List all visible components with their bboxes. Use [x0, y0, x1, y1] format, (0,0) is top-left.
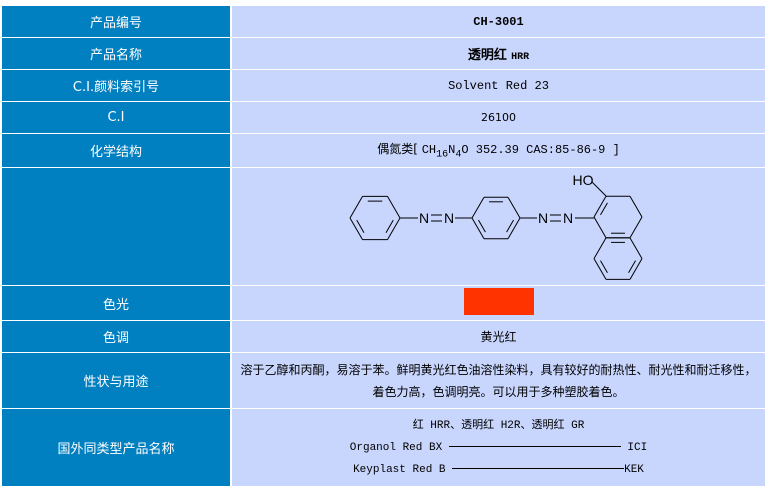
ring-bond [471, 196, 485, 219]
formula-sub: 4 [455, 149, 462, 161]
ring-bond [593, 258, 607, 280]
nitrogen-atom: N [444, 210, 454, 226]
value-equivalents: 红 HRR、透明红 H2R、透明红 GR Organol Red BX ICI … [232, 409, 765, 486]
value-name: 透明红 HRR [232, 38, 765, 69]
nitrogen-atom: N [563, 210, 573, 226]
product-spec-table: 产品编号 CH-3001 产品名称 透明红 HRR C.I.颜料索引号 Solv… [2, 5, 765, 487]
properties-line: 溶于乙醇和丙酮，易溶于苯。鲜明黄光红色油溶性染料，具有较好的耐热性、耐光性和耐迁… [240, 362, 757, 377]
equivalent-item: Organol Red BX ICI [232, 437, 765, 459]
label-code: 产品编号 [2, 6, 232, 37]
row-shade: 色光 [2, 286, 765, 320]
ring-bond [349, 196, 363, 219]
value-structure-text: 偶氮类[ CH16N4O 352.39 CAS:85-86-9 ] [232, 134, 765, 167]
ring-double-bond [506, 219, 514, 233]
formula: CH16N4O 352.39 CAS:85-86-9 ] [421, 143, 620, 160]
equivalent-maker: KEK [624, 463, 644, 476]
row-properties: 性状与用途 溶于乙醇和丙酮，易溶于苯。鲜明黄光红色油溶性染料，具有较好的耐热性、… [2, 353, 765, 408]
ring-bond [629, 195, 643, 218]
value-ci: 26100 [232, 102, 765, 133]
label-ci-name: C.I.颜料索引号 [2, 70, 232, 101]
ring-bond [349, 217, 363, 240]
ring-bond [593, 195, 607, 218]
equivalent-name: Organol Red BX [349, 441, 443, 454]
label-shade: 色光 [2, 286, 232, 320]
value-shade [232, 286, 765, 320]
properties-line: 着色力高，色调明亮。可以用于多种塑胶着色。 [372, 384, 625, 399]
ring-bond [629, 237, 643, 259]
equivalent-item: Keyplast Red B KEK [232, 459, 765, 481]
formula-part: N [448, 143, 456, 158]
nitrogen-atom: N [419, 210, 429, 226]
value-code: CH-3001 [232, 6, 765, 37]
row-structure-text: 化学结构 偶氮类[ CH16N4O 352.39 CAS:85-86-9 ] [2, 134, 765, 167]
ring-double-bond [628, 260, 636, 273]
label-name: 产品名称 [2, 38, 232, 69]
hydroxyl-group: HO [573, 172, 594, 188]
name-en: HRR [511, 52, 530, 63]
bond [591, 181, 607, 197]
nitrogen-atom: N [538, 210, 548, 226]
ring-double-bond [356, 219, 365, 233]
label-ci: C.I [2, 102, 232, 133]
row-name: 产品名称 透明红 HRR [2, 38, 765, 69]
label-structure: 化学结构 [2, 134, 232, 167]
equivalents-line: 红 HRR、透明红 H2R、透明红 GR [412, 419, 585, 432]
row-hue: 色调 黄光红 [2, 321, 765, 352]
ring-bond [387, 196, 401, 219]
ring-double-bond [385, 219, 394, 233]
name-cn: 透明红 [467, 48, 507, 63]
value-ci-name: Solvent Red 23 [232, 70, 765, 101]
ring-bond [507, 196, 521, 219]
equivalent-maker: ICI [627, 441, 648, 454]
value-hue: 黄光红 [232, 321, 765, 352]
label-equivalents: 国外同类型产品名称 [2, 409, 232, 486]
ring-bond [593, 216, 607, 239]
label-hue: 色调 [2, 321, 232, 352]
ring-bond [471, 217, 485, 240]
label-properties: 性状与用途 [2, 353, 232, 408]
compound-class: 偶氮类[ [377, 142, 422, 157]
ring-bond [387, 217, 401, 240]
ring-bond [593, 237, 607, 259]
row-code: 产品编号 CH-3001 [2, 6, 765, 37]
row-ci-name: C.I.颜料索引号 Solvent Red 23 [2, 70, 765, 101]
formula-sub: 16 [436, 149, 449, 161]
leader-line [448, 446, 621, 448]
ring-double-bond [478, 219, 486, 233]
leader-line [452, 468, 625, 470]
ring-bond [507, 217, 521, 240]
row-ci: C.I 26100 [2, 102, 765, 133]
equivalent-name: Keyplast Red B [353, 463, 446, 476]
value-properties: 溶于乙醇和丙酮，易溶于苯。鲜明黄光红色油溶性染料，具有较好的耐热性、耐光性和耐迁… [232, 353, 765, 408]
ring-double-bond [600, 202, 608, 216]
formula-part: CH [421, 143, 437, 158]
ring-bond [629, 258, 643, 280]
ring-double-bond [600, 260, 608, 273]
row-equivalents: 国外同类型产品名称 红 HRR、透明红 H2R、透明红 GR Organol R… [2, 409, 765, 486]
color-swatch [463, 288, 534, 315]
formula-rest: O 352.39 CAS:85-86-9 ] [461, 143, 620, 158]
ring-bond [629, 216, 643, 239]
label-structure-image [2, 168, 232, 285]
